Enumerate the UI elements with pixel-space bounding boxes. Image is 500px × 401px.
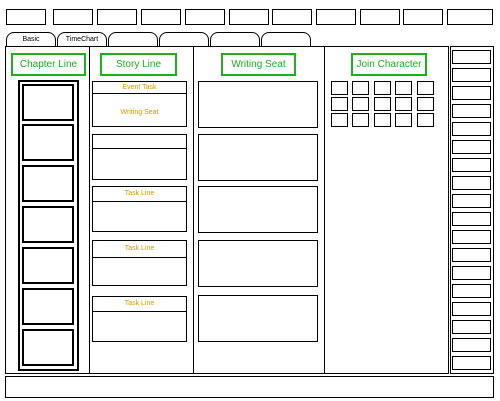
sidebar-button[interactable] [452,338,491,352]
tab-timechart[interactable]: TimeChart [57,32,107,47]
card-divider [92,311,187,312]
tab[interactable] [261,32,311,47]
character-slot[interactable] [352,97,369,111]
character-slot[interactable] [417,113,434,127]
character-slot[interactable] [374,97,391,111]
sidebar-button[interactable] [452,122,491,136]
sidebar-button[interactable] [452,104,491,118]
toolbar-button[interactable] [53,9,93,25]
toolbar-button[interactable] [403,9,443,25]
sidebar-button[interactable] [452,230,491,244]
sidebar-button[interactable] [452,140,491,154]
character-slot[interactable] [352,81,369,95]
column-divider [324,46,325,374]
writing-seat-box[interactable] [198,186,318,233]
sidebar-button[interactable] [452,302,491,316]
character-slot[interactable] [352,113,369,127]
tab[interactable] [210,32,260,47]
sidebar-button[interactable] [452,50,491,64]
toolbar-button[interactable] [360,9,400,25]
character-slot[interactable] [395,81,412,95]
sidebar-button[interactable] [452,248,491,262]
toolbar-button[interactable] [447,9,493,25]
status-bar [5,376,494,398]
toolbar-button[interactable] [229,9,269,25]
writing-seat-header: Writing Seat [221,53,296,76]
toolbar-button[interactable] [316,9,356,25]
story-line-header: Story Line [100,53,177,76]
card-divider [92,93,187,94]
character-slot[interactable] [331,113,348,127]
chapter-slot[interactable] [22,329,74,366]
writing-seat-box[interactable] [198,134,318,181]
task-line-label: Task Line [124,245,155,252]
toolbar-button[interactable] [185,9,225,25]
card-divider [92,201,187,202]
character-slot[interactable] [374,81,391,95]
writing-seat-box[interactable] [198,295,318,342]
toolbar-button[interactable] [272,9,312,25]
chapter-slot[interactable] [22,288,74,325]
toolbar-button[interactable] [141,9,181,25]
sidebar-button[interactable] [452,320,491,334]
card-divider [92,257,187,258]
sidebar-button[interactable] [452,176,491,190]
writing-seat-box[interactable] [198,81,318,128]
chapter-slot[interactable] [22,84,74,121]
character-slot[interactable] [395,97,412,111]
tab-basic[interactable]: Basic [6,32,56,47]
chapter-slot[interactable] [22,247,74,284]
character-slot[interactable] [331,81,348,95]
sidebar-button[interactable] [452,266,491,280]
chapter-slot[interactable] [22,165,74,202]
character-slot[interactable] [417,81,434,95]
story-card[interactable] [92,296,187,342]
story-card[interactable] [92,134,187,180]
character-slot[interactable] [395,113,412,127]
sidebar-button[interactable] [452,86,491,100]
writing-seat-box[interactable] [198,240,318,287]
sidebar-button[interactable] [452,356,491,370]
sidebar-button[interactable] [452,158,491,172]
column-divider [193,46,194,374]
sidebar-button[interactable] [452,212,491,226]
sidebar-button[interactable] [452,194,491,208]
chapter-slot[interactable] [22,124,74,161]
card-divider [92,148,187,149]
event-task-label: Event Task [122,84,157,91]
character-slot[interactable] [374,113,391,127]
writing-seat-label: Writing Seat [120,109,159,116]
sidebar-button[interactable] [452,68,491,82]
join-character-header: Join Character [351,53,427,76]
story-card[interactable] [92,81,187,127]
tab[interactable] [159,32,209,47]
story-card[interactable] [92,186,187,232]
chapter-line-header: Chapter Line [11,53,86,76]
column-divider [89,46,90,374]
toolbar-button[interactable] [6,9,46,25]
right-sidebar [450,46,494,374]
tab[interactable] [108,32,158,47]
task-line-label: Task Line [124,190,155,197]
sidebar-button[interactable] [452,284,491,298]
character-slot[interactable] [331,97,348,111]
toolbar-button[interactable] [97,9,137,25]
character-slot[interactable] [417,97,434,111]
task-line-label: Task Line [124,300,155,307]
chapter-slot[interactable] [22,206,74,243]
story-card[interactable] [92,240,187,286]
